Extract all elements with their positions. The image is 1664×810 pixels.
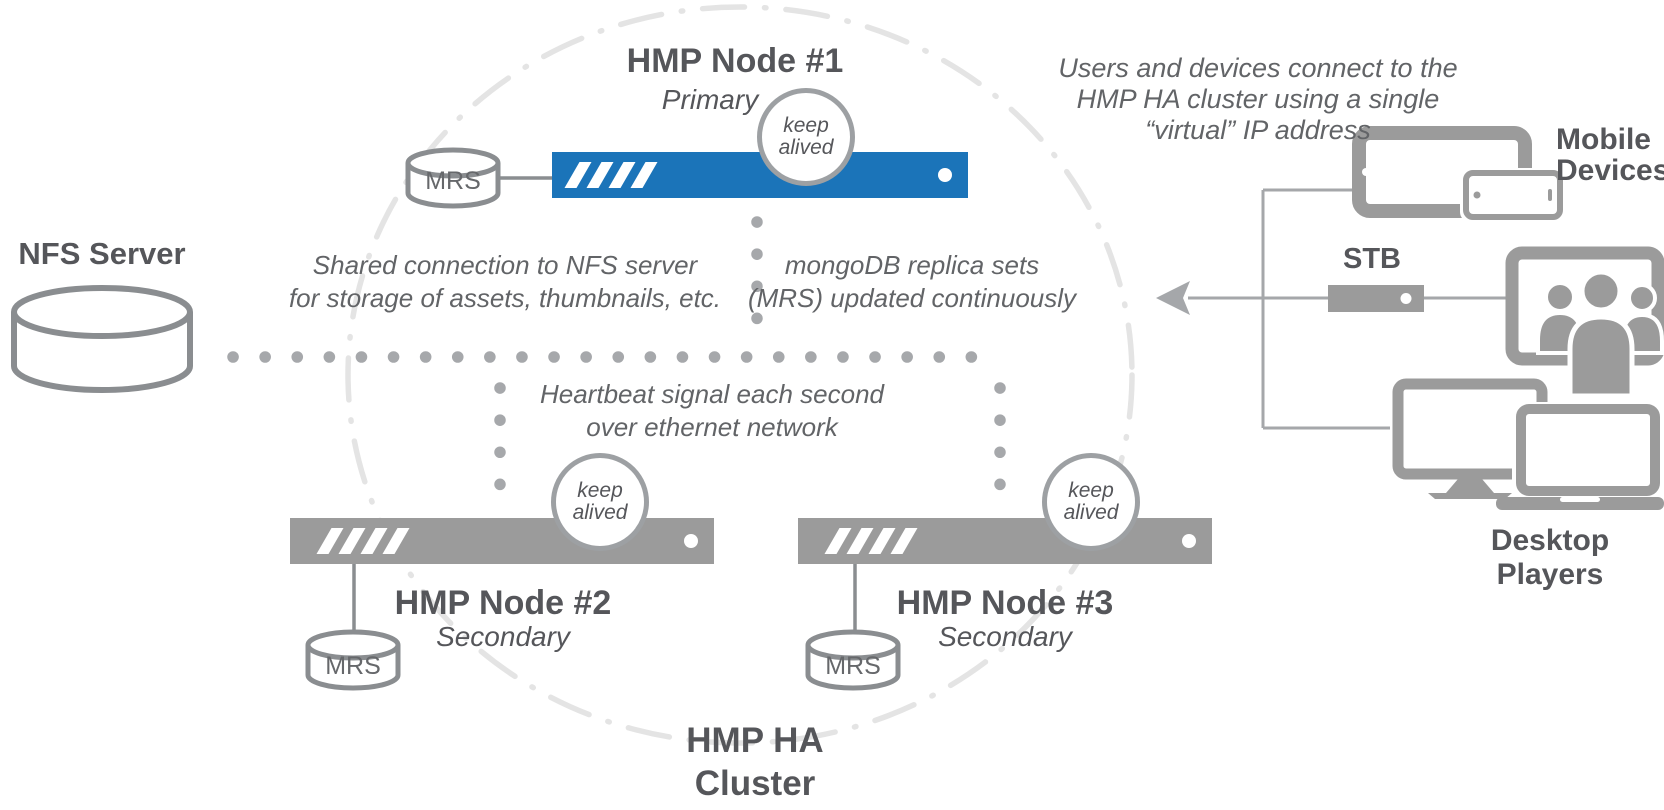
keepalived-label: alived: [778, 136, 834, 159]
server-vents-icon: [824, 528, 918, 554]
keepalived-label: keep: [783, 114, 829, 137]
node1-server-bar: [552, 152, 968, 198]
stb-icon: [1328, 285, 1424, 312]
desktop-monitor-icon: [1392, 378, 1548, 499]
heartbeat-note: Heartbeat signal each second over ethern…: [539, 379, 884, 442]
keepalived-label: keep: [577, 479, 623, 502]
mrs-database-icon: [405, 147, 501, 209]
server-vents-icon: [564, 162, 658, 188]
cluster-boundary-ellipse: [345, 4, 1135, 746]
node2-role: Secondary: [436, 621, 570, 652]
node2-keepalived-badge: keep alived: [551, 453, 649, 551]
shared-connection-note: Shared connection to NFS server for stor…: [288, 250, 722, 313]
node1-keepalived-badge: keep alived: [757, 88, 855, 186]
smartphone-icon: [1460, 168, 1566, 222]
users-connect-note: Users and devices connect to the HMP HA …: [1058, 53, 1458, 145]
desktop-players-label: Desktop Players: [1490, 524, 1610, 591]
mrs-database-icon: [805, 629, 901, 691]
keepalived-label: alived: [1063, 501, 1119, 524]
tv-audience-icon: [1505, 246, 1664, 399]
node3-title: HMP Node #3: [896, 584, 1114, 622]
arrow-left-icon: [1156, 281, 1190, 315]
mobile-devices-label: Mobile Devices: [1556, 123, 1664, 187]
mrs-label: MRS: [425, 167, 481, 195]
node2-title: HMP Node #2: [394, 584, 612, 622]
mongodb-replica-note: mongoDB replica sets (MRS) updated conti…: [747, 250, 1077, 313]
power-led-icon: [684, 534, 698, 548]
power-led-icon: [1182, 534, 1196, 548]
mrs-label: MRS: [325, 652, 381, 680]
node1-title: HMP Node #1: [626, 42, 844, 80]
node2-server-bar: [290, 518, 714, 564]
nfs-server-icon: [11, 285, 193, 393]
laptop-icon: [1496, 402, 1664, 510]
node3-server-bar: [798, 518, 1212, 564]
keepalived-label: keep: [1068, 479, 1114, 502]
mrs-label: MRS: [825, 652, 881, 680]
nfs-server-label: NFS Server: [18, 236, 186, 271]
node3-role: Secondary: [938, 621, 1072, 652]
stb-label: STB: [1343, 243, 1401, 275]
mrs-database-icon: [305, 629, 401, 691]
keepalived-label: alived: [572, 501, 628, 524]
cluster-title: HMP HA Cluster: [686, 721, 824, 803]
server-vents-icon: [316, 528, 410, 554]
node1-role: Primary: [661, 84, 759, 115]
node3-keepalived-badge: keep alived: [1042, 453, 1140, 551]
power-led-icon: [938, 168, 952, 182]
